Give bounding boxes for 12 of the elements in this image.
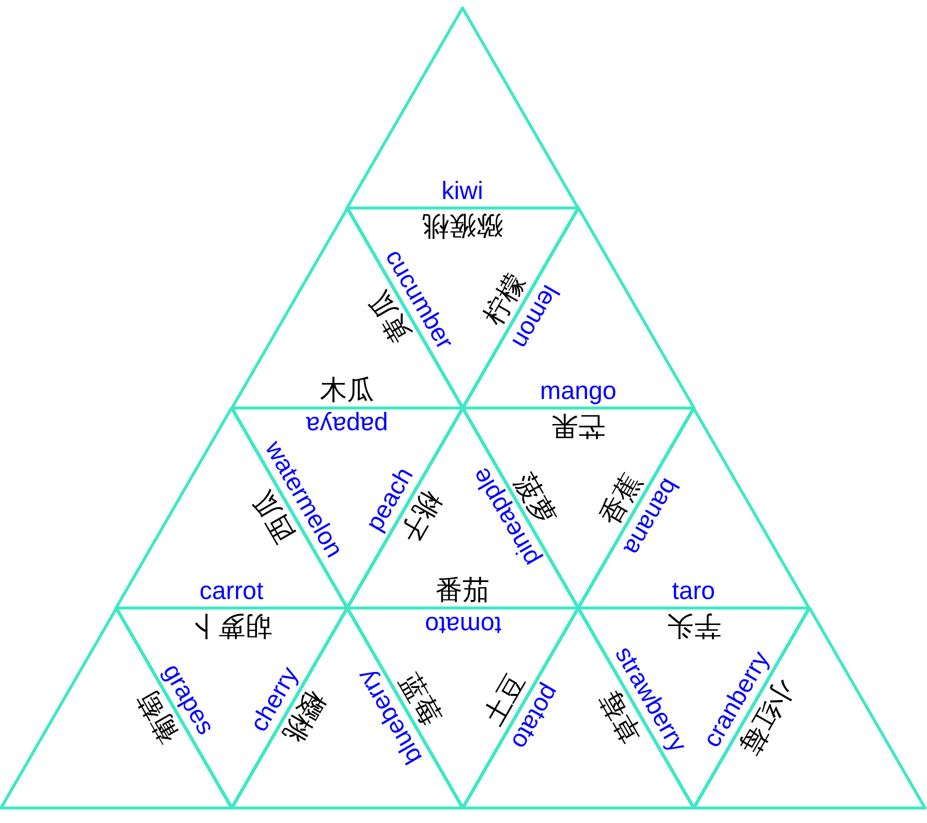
word-label: tomato bbox=[424, 612, 501, 637]
word-label: taro bbox=[672, 579, 716, 604]
word-label: kiwi bbox=[442, 179, 484, 204]
word-label: 胡萝卜 bbox=[191, 612, 272, 639]
word-label: mango bbox=[540, 379, 616, 404]
word-label: 木瓜 bbox=[320, 377, 374, 404]
word-label: 芋头 bbox=[666, 612, 720, 639]
word-label: papaya bbox=[306, 412, 388, 437]
word-label: carrot bbox=[200, 579, 264, 604]
word-label: 芒果 bbox=[551, 412, 605, 439]
word-label: 番茄 bbox=[436, 577, 490, 604]
word-label: 猕猴桃 bbox=[422, 212, 503, 239]
